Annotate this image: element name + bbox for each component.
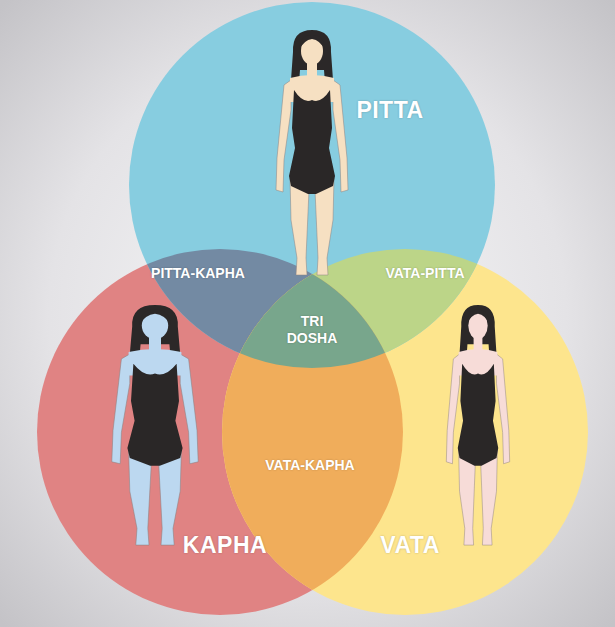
vata-kapha-region xyxy=(222,249,588,615)
vata-figure xyxy=(446,305,509,545)
overlap-label: TRI DOSHA xyxy=(282,313,342,347)
overlap-region-node: PITTA-KAPHA xyxy=(138,258,258,288)
center-region-node: TRI DOSHA xyxy=(272,310,352,350)
overlap-label: VATA-KAPHA xyxy=(265,457,354,474)
kapha-figure xyxy=(112,305,198,545)
overlap-label: VATA-PITTA xyxy=(385,265,464,282)
vata-pitta-region xyxy=(222,249,588,615)
tri-dosha-group xyxy=(222,249,588,615)
dosha-label: KAPHA xyxy=(183,532,267,559)
overlap-region-node: VATA-PITTA xyxy=(370,258,480,288)
vata-circle xyxy=(222,249,588,615)
tri-dosha-region xyxy=(222,249,588,615)
overlap-label: PITTA-KAPHA xyxy=(151,265,245,282)
pitta-figure xyxy=(276,30,348,275)
dosha-label: PITTA xyxy=(356,97,423,124)
overlap-region-node: VATA-KAPHA xyxy=(250,450,370,480)
dosha-label: VATA xyxy=(380,532,440,559)
kapha-circle-node: KAPHA xyxy=(37,249,403,615)
vata-circle-node: VATA xyxy=(222,249,588,615)
